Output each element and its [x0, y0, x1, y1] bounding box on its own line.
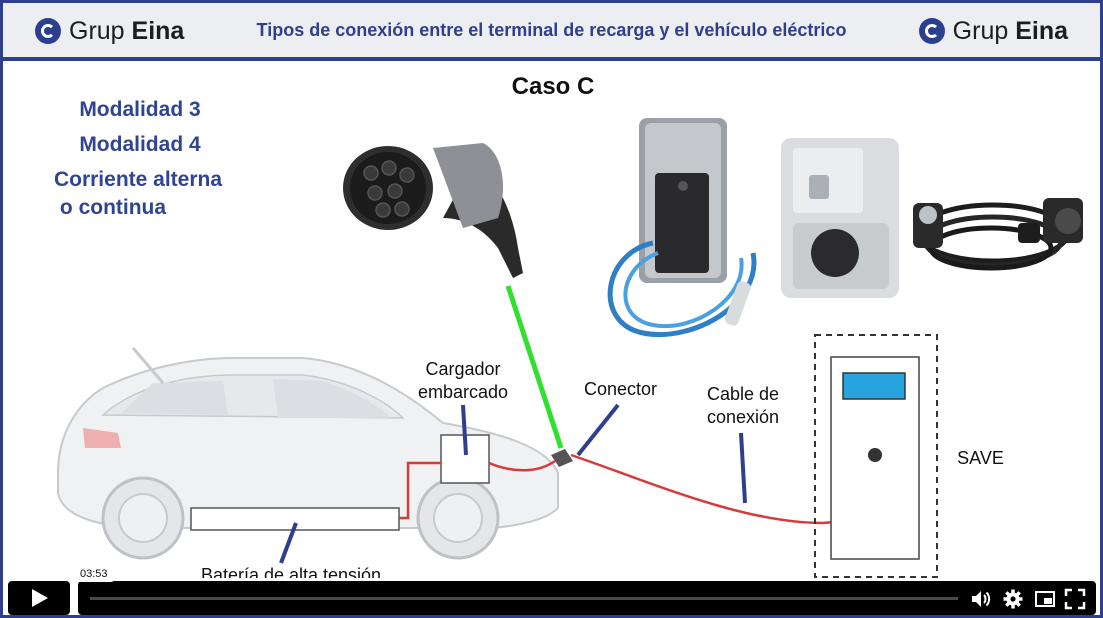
logo-left-bold: Eina	[131, 16, 185, 45]
play-icon	[32, 589, 48, 607]
play-button[interactable]	[8, 581, 70, 615]
case-title: Caso C	[511, 73, 595, 100]
electric-car-image	[57, 347, 559, 560]
logo-left: Grup Eina	[35, 15, 184, 47]
current-type-line2: o continua	[59, 196, 167, 219]
logo-mark-icon	[35, 18, 61, 44]
socket-box-image	[781, 138, 899, 298]
type2-plug-image	[343, 143, 523, 278]
diagram-illustration	[57, 118, 1083, 578]
save-area-outline	[814, 334, 938, 578]
onboard-charger-label-line2: embarcado	[417, 382, 509, 402]
save-label: SAVE	[957, 448, 1004, 468]
slide-header: Grup Eina Tipos de conexión entre el ter…	[3, 3, 1100, 61]
cable-label-line2: conexión	[706, 407, 780, 427]
plug-pointer-line	[505, 285, 564, 449]
charger-pointer-line	[461, 404, 468, 456]
slide-header-title: Tipos de conexión entre el terminal de r…	[256, 20, 847, 40]
current-time-tooltip: 03:53	[74, 566, 114, 582]
cable-pointer-line	[739, 432, 747, 504]
cable-label: Cable de conexión	[688, 383, 798, 429]
mode-4-label: Modalidad 4	[79, 133, 201, 156]
mode-3-label: Modalidad 3	[79, 98, 201, 121]
settings-icon[interactable]	[1002, 588, 1024, 610]
battery-to-charger-wire	[399, 461, 441, 520]
volume-icon[interactable]	[970, 588, 992, 610]
logo-right: Grup Eina	[918, 15, 1068, 47]
station-socket	[868, 448, 882, 462]
logo-right-bold: Eina	[1015, 16, 1068, 45]
cable-coil-image	[913, 198, 1083, 271]
battery-pointer-line	[279, 522, 298, 564]
video-controls: 03:53	[6, 566, 1097, 615]
logo-right-light: Grup	[952, 16, 1016, 45]
pip-icon[interactable]	[1034, 588, 1056, 610]
station-screen	[842, 372, 906, 400]
fullscreen-icon[interactable]	[1064, 588, 1086, 610]
cable-label-line1: Cable de	[706, 384, 780, 404]
wallbox-image	[607, 118, 757, 337]
control-bar	[78, 581, 1096, 615]
vehicle-connector-shape	[551, 449, 573, 467]
logo-right-text: Grup Eina	[953, 17, 1068, 46]
connection-cable-wire	[570, 453, 877, 525]
logo-left-text: Grup Eina	[69, 17, 184, 46]
connector-label: Conector	[583, 379, 658, 399]
battery-label: Batería de alta tensión	[200, 565, 382, 578]
onboard-charger-label: Cargador embarcado	[398, 358, 528, 404]
logo-mark-icon	[918, 18, 945, 44]
connector-pointer-line	[576, 403, 620, 457]
current-type-line1: Corriente alterna	[53, 168, 223, 191]
logo-left-light: Grup	[69, 16, 132, 45]
progress-track[interactable]	[90, 597, 958, 600]
onboard-charger-label-line1: Cargador	[425, 359, 501, 379]
charger-to-inlet-wire	[488, 459, 556, 472]
